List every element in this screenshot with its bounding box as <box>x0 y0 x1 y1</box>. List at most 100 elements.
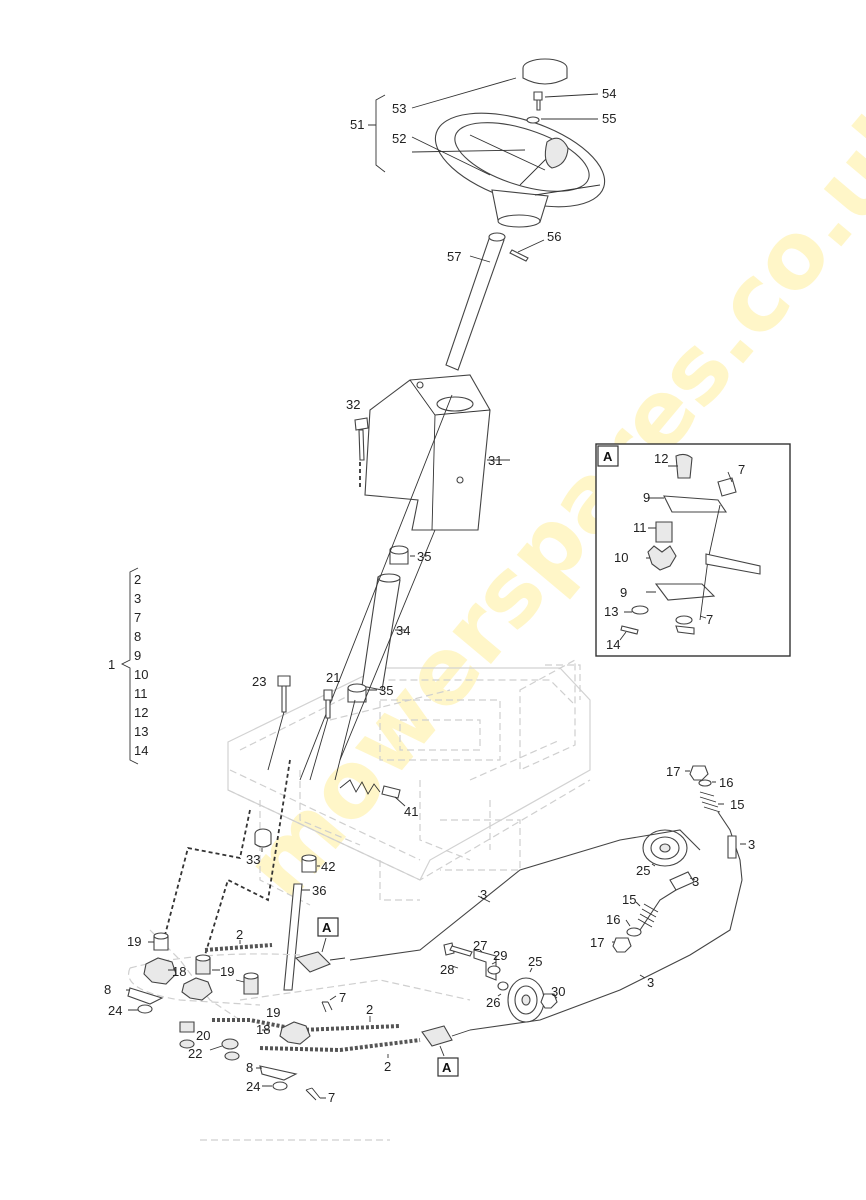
kit-item: 7 <box>134 610 141 625</box>
bearing-19-left-part <box>153 932 169 951</box>
callout-55: 55 <box>602 111 616 126</box>
spring-15-top-part <box>699 791 721 813</box>
steering-shaft <box>445 232 506 371</box>
ref-a-upper-box <box>317 917 339 937</box>
callout-57: 57 <box>447 249 461 264</box>
detail-label-12: 12 <box>654 451 668 466</box>
callout-56: 56 <box>547 229 561 244</box>
callout-21: 21 <box>326 670 340 685</box>
callout-16-top: 16 <box>719 775 733 790</box>
kit-item: 2 <box>134 572 141 587</box>
callout-30: 30 <box>551 984 565 999</box>
detail-a-box: A 12 7 9 11 10 9 13 7 14 <box>595 443 791 657</box>
callout-25-top: 25 <box>636 863 650 878</box>
ref-a-upper: A <box>322 920 332 935</box>
detail-label-7-top: 7 <box>738 462 745 477</box>
callout-31: 31 <box>488 453 502 468</box>
kit-item: 12 <box>134 705 148 720</box>
detail-label-9-top: 9 <box>643 490 650 505</box>
kit-item: 13 <box>134 724 148 739</box>
callout-2-upper: 2 <box>236 927 243 942</box>
callout-2-right: 2 <box>366 1002 373 1017</box>
steering-bracket <box>364 374 491 531</box>
callout-3-pulley: 3 <box>692 874 699 889</box>
spring-41-part <box>339 779 401 799</box>
callout-34: 34 <box>396 623 410 638</box>
detail-label-11: 11 <box>633 520 647 535</box>
callout-41: 41 <box>404 804 418 819</box>
callout-2-lower: 2 <box>384 1059 391 1074</box>
nut-17-top-part <box>689 765 709 781</box>
callout-52: 52 <box>392 131 406 146</box>
nut-17-mid-part <box>612 937 632 953</box>
pin-7-lower-part <box>305 1087 321 1101</box>
sprocket-18-right-part <box>279 1021 311 1045</box>
wheel-cap <box>522 58 568 85</box>
kit-item: 9 <box>134 648 141 663</box>
callout-17-top: 17 <box>666 764 680 779</box>
callout-33: 33 <box>246 852 260 867</box>
detail-label-9-bottom: 9 <box>620 585 627 600</box>
callout-36: 36 <box>312 883 326 898</box>
callout-25-low: 25 <box>528 954 542 969</box>
washer-16-top-part <box>698 779 712 787</box>
washer-55-part <box>526 116 540 124</box>
washer-22-part <box>221 1038 240 1061</box>
callout-17-mid: 17 <box>590 935 604 950</box>
nut-24-left-part <box>137 1004 153 1014</box>
tube-34-part <box>361 573 401 691</box>
callout-3-right: 3 <box>748 837 755 852</box>
washer-29-part <box>487 965 501 975</box>
sprocket-18-mid-part <box>181 977 213 1001</box>
callout-19-right: 19 <box>266 1005 280 1020</box>
washer-26-part <box>497 981 509 991</box>
bolt-28-part <box>443 942 473 957</box>
chain-upper-part <box>204 943 273 952</box>
callout-15-top: 15 <box>730 797 744 812</box>
callout-28: 28 <box>440 962 454 977</box>
kit-item: 14 <box>134 743 148 758</box>
pin-7-upper-part <box>321 1001 333 1013</box>
bushing-42-part <box>301 854 317 873</box>
connector-a-lower-part <box>421 1025 471 1047</box>
kit-item: 3 <box>134 591 141 606</box>
kit-parent-label: 1 <box>108 657 115 672</box>
bushing-upper-part <box>389 545 409 565</box>
steering-wheel <box>434 112 606 228</box>
detail-label-7-bottom: 7 <box>706 612 713 627</box>
washer-16-mid-part <box>626 927 642 937</box>
sprocket-18-left-part <box>143 957 177 985</box>
plate-8-left-part <box>127 987 164 1005</box>
callout-7-lower: 7 <box>328 1090 335 1105</box>
callout-20: 20 <box>196 1028 210 1043</box>
kit-item: 10 <box>134 667 148 682</box>
ref-a-lower: A <box>442 1060 452 1075</box>
chain-lower-part <box>259 1038 421 1053</box>
bolt-23-part <box>277 675 291 713</box>
bolt-21-part <box>323 689 333 719</box>
bearing-19-mid-part <box>195 954 211 975</box>
callout-3-bottom: 3 <box>647 975 654 990</box>
callout-18-left: 18 <box>172 964 186 979</box>
bolt-32-part <box>354 417 369 461</box>
callout-27: 27 <box>473 938 487 953</box>
detail-a-title: A <box>603 449 613 464</box>
callout-8-left: 8 <box>104 982 111 997</box>
callout-18-right: 18 <box>256 1022 270 1037</box>
spacer-20-part <box>179 1021 195 1049</box>
nut-24-lower-part <box>272 1081 288 1091</box>
callout-8-lower: 8 <box>246 1060 253 1075</box>
nut-30-part <box>540 993 558 1009</box>
detail-label-14: 14 <box>606 637 620 652</box>
callout-22: 22 <box>188 1046 202 1061</box>
callout-24-left: 24 <box>108 1003 122 1018</box>
callout-35-lower: 35 <box>379 683 393 698</box>
callout-15-mid: 15 <box>622 892 636 907</box>
callout-7-upper: 7 <box>339 990 346 1005</box>
ref-a-lower-box <box>437 1057 459 1077</box>
plate-8-lower-part <box>259 1065 298 1081</box>
callout-54: 54 <box>602 86 616 101</box>
callout-16-mid: 16 <box>606 912 620 927</box>
